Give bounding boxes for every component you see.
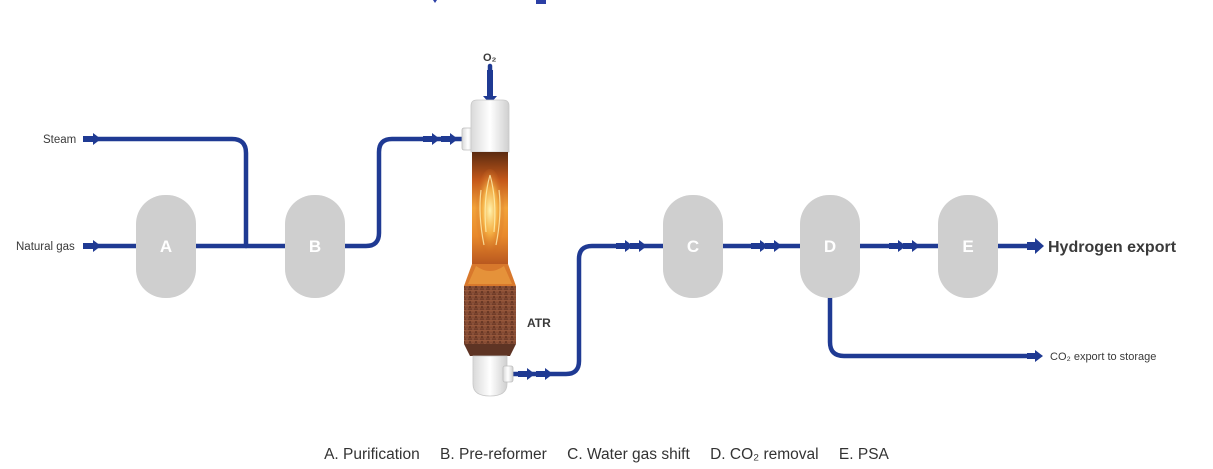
legend-item-b: B. Pre-reformer <box>440 446 547 463</box>
hydrogen-export-label: Hydrogen export <box>1048 239 1177 256</box>
o2-arrow-icon <box>483 70 497 104</box>
vessel-c-label: C <box>687 237 699 256</box>
to-e-arrow-icon-2 <box>903 240 920 252</box>
natural-gas-label: Natural gas <box>16 241 75 253</box>
vessel-a[interactable]: A <box>136 195 196 298</box>
o2-label: O₂ <box>483 52 497 64</box>
atr-inlet-arrow-icon-2 <box>441 133 458 145</box>
steam-pipe <box>93 136 249 249</box>
steam-arrow-icon <box>83 133 101 145</box>
to-d-arrow-icon-1 <box>751 240 768 252</box>
h2-arrow-icon <box>1027 238 1044 254</box>
co2-arrow-icon <box>1027 350 1043 362</box>
vessel-e-label: E <box>962 237 973 256</box>
title-fragment <box>433 0 546 4</box>
legend-item-a: A. Purification <box>324 446 420 463</box>
atr-reactor[interactable] <box>461 99 516 397</box>
pipes <box>93 63 1039 377</box>
to-d-arrow-icon-2 <box>765 240 782 252</box>
to-c-arrow-icon-1 <box>616 240 633 252</box>
vessel-c[interactable]: C <box>663 195 723 298</box>
atr-outlet-arrow-icon-1 <box>518 368 535 380</box>
vessel-b-label: B <box>309 237 321 256</box>
flow-arrows <box>83 70 1044 380</box>
natural-gas-arrow-icon <box>83 240 101 252</box>
vessel-d[interactable]: D <box>800 195 860 298</box>
atr-to-c-pipe <box>509 243 693 377</box>
vessel-e[interactable]: E <box>938 195 998 298</box>
vessel-d-label: D <box>824 237 836 256</box>
atr-inlet-arrow-icon-1 <box>423 133 440 145</box>
legend-item-e: E. PSA <box>838 446 889 463</box>
vessel-b[interactable]: B <box>285 195 345 298</box>
b-to-atr-pipe <box>327 136 467 249</box>
atr-label: ATR <box>527 316 551 330</box>
to-c-arrow-icon-2 <box>630 240 647 252</box>
steam-label: Steam <box>43 134 76 146</box>
atr-outlet-arrow-icon-2 <box>536 368 553 380</box>
to-e-arrow-icon-1 <box>889 240 906 252</box>
legend: A. Purification B. Pre-reformer C. Water… <box>0 446 1213 464</box>
legend-item-d: D. CO₂ removal <box>710 446 819 463</box>
legend-item-c: C. Water gas shift <box>567 446 690 463</box>
d-to-co2-pipe <box>827 243 1037 359</box>
vessel-a-label: A <box>160 237 172 256</box>
co2-export-label: CO₂ export to storage <box>1050 351 1156 363</box>
